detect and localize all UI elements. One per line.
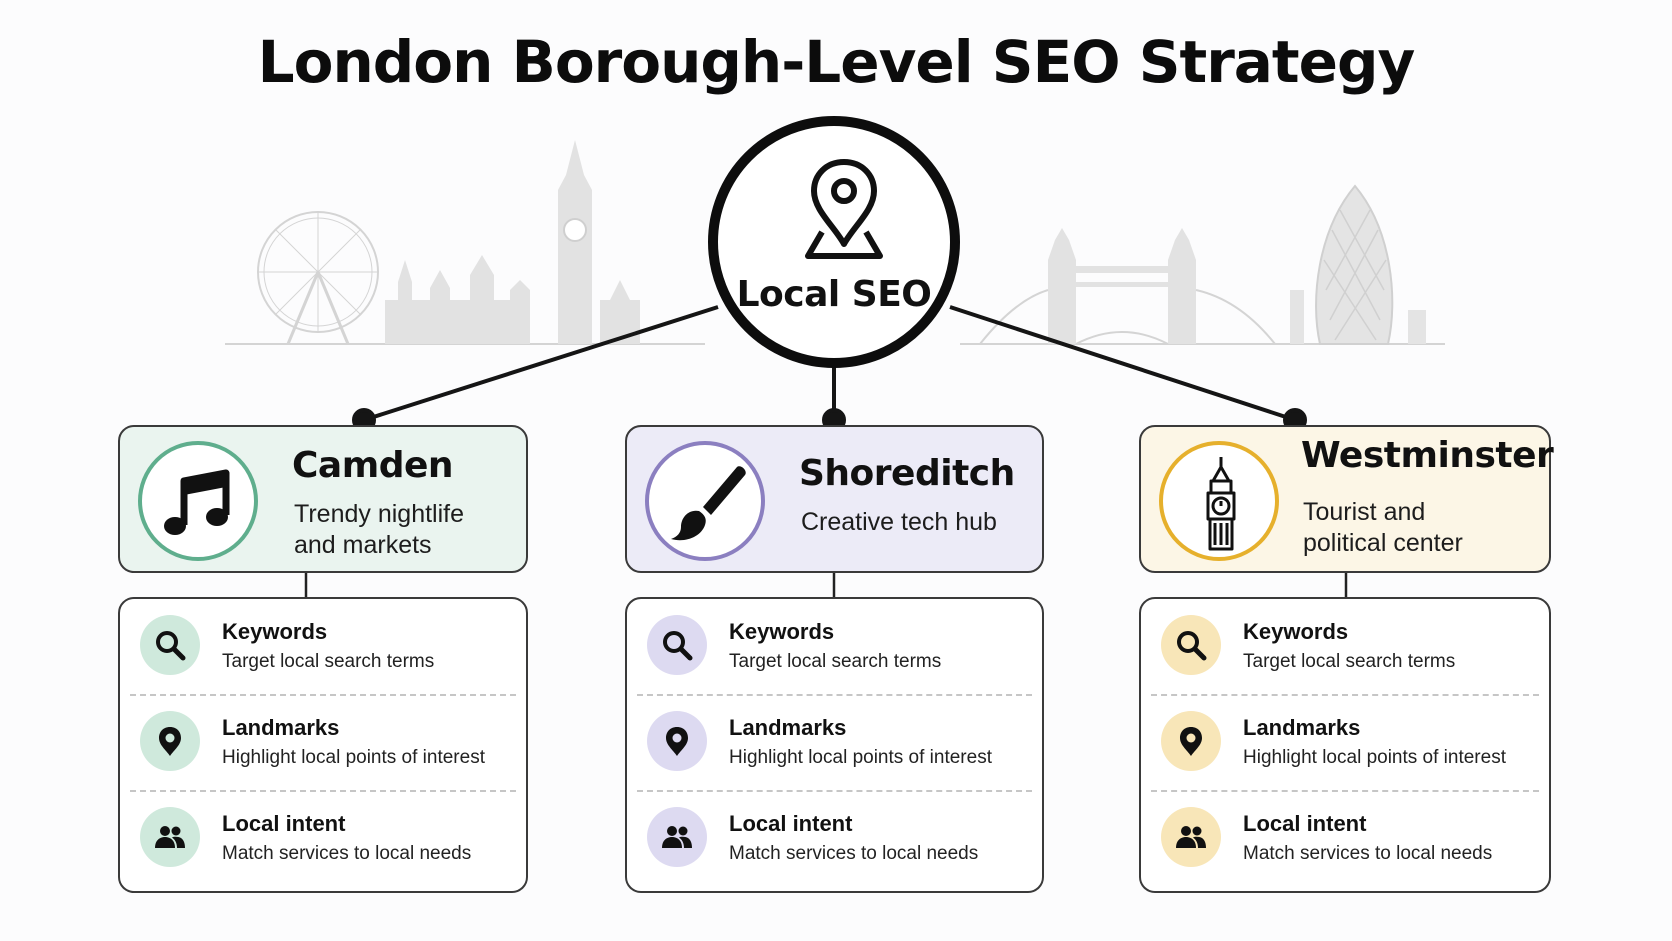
item-title: Landmarks: [1243, 715, 1361, 740]
borough-name: Westminster: [1301, 435, 1554, 476]
big-ben-icon: [1206, 457, 1236, 551]
item-title: Keywords: [222, 619, 328, 644]
people-icon: [1176, 826, 1206, 848]
dashed-divider: [1151, 694, 1539, 696]
list-item-keywords: Keywords Target local search terms: [627, 599, 1042, 695]
item-title: Local intent: [1243, 811, 1367, 836]
list-item-landmarks: Landmarks Highlight local points of inte…: [1141, 695, 1549, 791]
search-icon: [1177, 631, 1207, 661]
people-icon: [662, 826, 692, 848]
item-subtitle: Target local search terms: [1243, 651, 1456, 672]
borough-description: Tourist and political center: [1303, 498, 1463, 557]
item-subtitle: Highlight local points of interest: [1243, 747, 1506, 768]
icon-badge: [647, 807, 707, 867]
people-icon: [155, 826, 185, 848]
gherkin-illustration: [1315, 184, 1394, 345]
item-subtitle: Match services to local needs: [1243, 843, 1493, 864]
item-subtitle: Target local search terms: [222, 651, 435, 672]
borough-icon-ring: [1159, 441, 1279, 561]
borough-card-westminster: Westminster Tourist and political center: [1139, 425, 1554, 573]
location-pin-icon: [666, 727, 688, 756]
item-title: Landmarks: [222, 715, 340, 740]
borough-icon-ring: [138, 441, 258, 561]
borough-description: Trendy nightlife and markets: [294, 500, 464, 559]
icon-badge: [647, 711, 707, 771]
icon-badge: [140, 711, 200, 771]
connector-westminster: [949, 305, 1296, 422]
list-item-landmarks: Landmarks Highlight local points of inte…: [120, 695, 526, 791]
list-item-landmarks: Landmarks Highlight local points of inte…: [627, 695, 1042, 791]
item-title: Local intent: [222, 811, 346, 836]
list-item-keywords: Keywords Target local search terms: [120, 599, 526, 695]
location-pin-icon: [159, 727, 181, 756]
list-item-local-intent: Local intent Match services to local nee…: [1141, 791, 1549, 887]
borough-name: Shoreditch: [799, 453, 1015, 494]
strategy-list-westminster: Keywords Target local search terms Landm…: [1139, 597, 1551, 893]
music-note-icon: [164, 469, 230, 535]
dashed-divider: [130, 694, 516, 696]
icon-badge: [140, 615, 200, 675]
card-list-stems: [304, 573, 1348, 597]
item-subtitle: Target local search terms: [729, 651, 942, 672]
item-title: Local intent: [729, 811, 853, 836]
connector-camden: [363, 305, 719, 422]
london-eye-illustration: [257, 211, 379, 345]
search-icon: [156, 631, 186, 661]
dashed-divider: [637, 694, 1032, 696]
paintbrush-icon: [671, 466, 746, 541]
dashed-divider: [130, 790, 516, 792]
item-subtitle: Match services to local needs: [729, 843, 979, 864]
parliament-illustration: [385, 140, 640, 344]
dashed-divider: [637, 790, 1032, 792]
item-title: Landmarks: [729, 715, 847, 740]
icon-badge: [647, 615, 707, 675]
list-item-keywords: Keywords Target local search terms: [1141, 599, 1549, 695]
borough-card-camden: Camden Trendy nightlife and markets: [118, 425, 528, 573]
icon-badge: [1161, 807, 1221, 867]
hub-label: Local SEO: [736, 274, 932, 315]
icon-badge: [1161, 615, 1221, 675]
icon-badge: [1161, 711, 1221, 771]
local-seo-hub: Local SEO: [708, 116, 960, 368]
icon-badge: [140, 807, 200, 867]
borough-icon-ring: [645, 441, 765, 561]
item-subtitle: Highlight local points of interest: [222, 747, 485, 768]
map-pin-location-icon: [805, 159, 883, 259]
strategy-list-shoreditch: Keywords Target local search terms Landm…: [625, 597, 1044, 893]
item-title: Keywords: [1243, 619, 1349, 644]
strategy-list-camden: Keywords Target local search terms Landm…: [118, 597, 528, 893]
location-pin-icon: [1180, 727, 1202, 756]
borough-description: Creative tech hub: [801, 508, 997, 536]
dashed-divider: [1151, 790, 1539, 792]
page-title: London Borough-Level SEO Strategy: [257, 28, 1416, 96]
tower-bridge-illustration: [1048, 228, 1196, 344]
borough-name: Camden: [292, 445, 454, 486]
london-skyline-illustration: [225, 140, 1445, 345]
list-item-local-intent: Local intent Match services to local nee…: [120, 791, 526, 887]
item-title: Keywords: [729, 619, 835, 644]
item-subtitle: Match services to local needs: [222, 843, 472, 864]
search-icon: [663, 631, 693, 661]
item-subtitle: Highlight local points of interest: [729, 747, 992, 768]
list-item-local-intent: Local intent Match services to local nee…: [627, 791, 1042, 887]
borough-card-shoreditch: Shoreditch Creative tech hub: [625, 425, 1044, 573]
